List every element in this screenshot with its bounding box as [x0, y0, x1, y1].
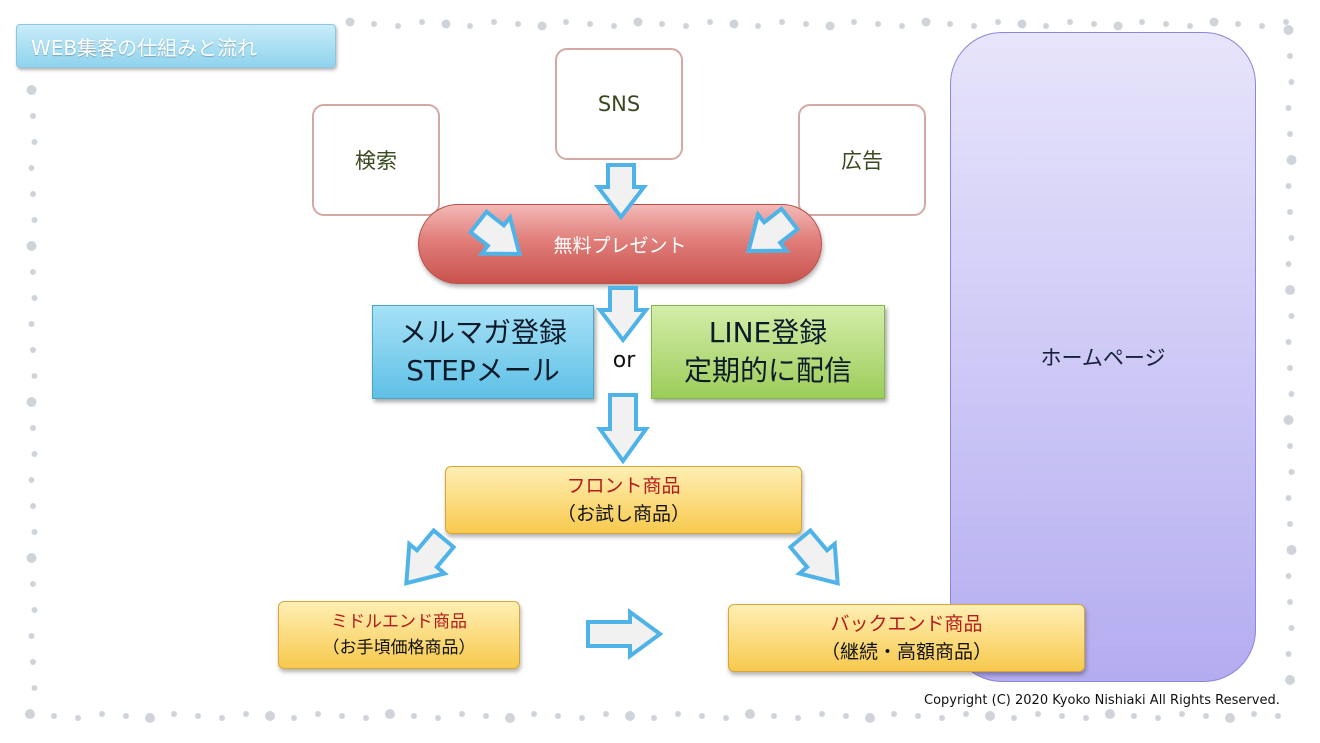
page-title: WEB集客の仕組みと流れ	[16, 24, 336, 68]
homepage-cylinder: ホームページ	[950, 32, 1256, 682]
mailmag-box: メルマガ登録 STEPメール	[372, 305, 594, 399]
front-product-box: フロント商品 （お試し商品）	[445, 466, 802, 534]
source-sns-box: SNS	[555, 48, 683, 160]
free-present-label: 無料プレゼント	[553, 234, 687, 257]
or-label: or	[612, 348, 636, 373]
source-sns-label: SNS	[597, 92, 641, 116]
arrow-sns-to-present	[593, 163, 649, 221]
arrow-present-to-register	[595, 286, 651, 344]
middle-product-line1: ミドルエンド商品	[331, 612, 467, 632]
back-product-line2: （継続・高額商品）	[820, 641, 992, 663]
back-product-line1: バックエンド商品	[830, 613, 983, 635]
line-line2: 定期的に配信	[683, 354, 852, 387]
source-ad-box: 広告	[798, 104, 926, 216]
front-product-line2: （お試し商品）	[556, 503, 690, 525]
copyright-text: Copyright (C) 2020 Kyoko Nishiaki All Ri…	[924, 693, 1280, 708]
source-ad-label: 広告	[841, 149, 883, 173]
line-box: LINE登録 定期的に配信	[651, 305, 885, 399]
arrow-front-to-middle	[404, 527, 457, 586]
arrow-ad-to-present	[745, 205, 801, 254]
back-product-box: バックエンド商品 （継続・高額商品）	[728, 604, 1085, 672]
arrow-front-to-back	[787, 527, 840, 586]
mailmag-line2: STEPメール	[406, 354, 560, 387]
arrow-register-to-front	[596, 393, 650, 465]
middle-product-box: ミドルエンド商品 （お手頃価格商品）	[278, 601, 520, 669]
source-search-box: 検索	[312, 104, 440, 216]
source-search-label: 検索	[355, 149, 397, 173]
arrow-middle-to-back	[586, 608, 664, 660]
homepage-label: ホームページ	[1040, 346, 1166, 370]
front-product-line1: フロント商品	[566, 475, 681, 497]
line-line1: LINE登録	[708, 316, 828, 349]
mailmag-line1: メルマガ登録	[398, 316, 567, 349]
middle-product-line2: （お手頃価格商品）	[322, 638, 476, 658]
arrow-search-to-present	[467, 208, 523, 257]
